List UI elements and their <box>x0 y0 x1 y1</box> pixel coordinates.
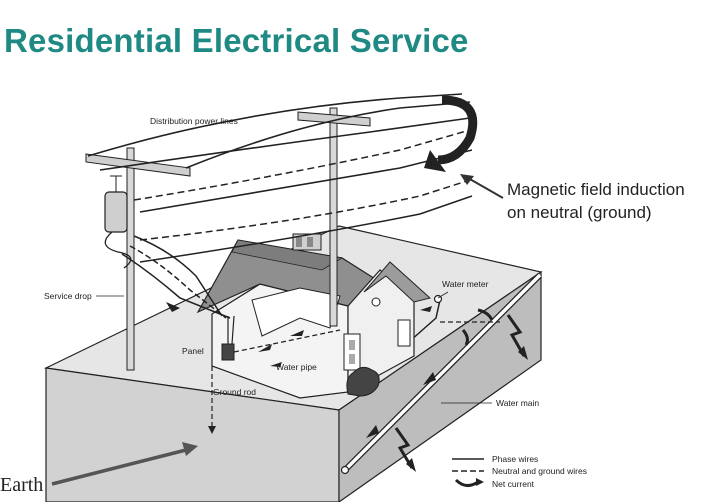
label-distribution-lines: Distribution power lines <box>150 116 238 126</box>
legend: Phase wires Neutral and ground wires Net… <box>452 454 587 489</box>
label-service-drop: Service drop <box>44 291 92 301</box>
service-drop-2 <box>129 245 227 319</box>
induction-arrow <box>437 95 478 165</box>
annotation-line-1: Magnetic field induction <box>507 180 685 199</box>
ground-block-side <box>338 270 542 502</box>
house-gable <box>347 269 415 394</box>
house-cutaway <box>251 287 341 337</box>
phase-wire-1 <box>87 93 463 157</box>
label-ground-rod: Ground rod <box>213 387 256 397</box>
utility-pole-right <box>329 107 338 327</box>
shrub <box>346 366 380 397</box>
page-title: Residential Electrical Service <box>4 22 469 59</box>
current-arrow-1 <box>423 372 436 385</box>
current-arrow-2 <box>366 425 379 438</box>
neutral-wire-2 <box>139 179 471 241</box>
label-water-meter: Water meter <box>442 279 489 289</box>
legend-current: Net current <box>492 479 535 489</box>
neutral-wire-1 <box>133 129 471 201</box>
phase-wire-4 <box>139 149 473 213</box>
earth-pointer <box>51 448 187 486</box>
legend-phase: Phase wires <box>492 454 538 464</box>
label-water-pipe: Water pipe <box>276 362 317 372</box>
service-drop-3 <box>121 253 231 319</box>
induction-annotation: Magnetic field induction on neutral (gro… <box>507 178 685 224</box>
label-panel: Panel <box>182 346 204 356</box>
current-bolt-2 <box>394 427 414 469</box>
label-water-main: Water main <box>496 398 539 408</box>
transformer <box>104 191 128 233</box>
earth-label: Earth <box>0 474 44 496</box>
service-drop-1 <box>133 235 223 317</box>
electrical-panel <box>221 343 235 361</box>
phase-wire-2 <box>185 101 471 169</box>
current-bolt-1 <box>506 314 526 357</box>
legend-neutral: Neutral and ground wires <box>492 466 587 476</box>
phase-wire-3 <box>99 117 471 171</box>
crossarm-right <box>297 111 371 127</box>
water-pipe-arrow-1 <box>258 344 272 352</box>
water-pipe-arrow-2 <box>290 330 304 336</box>
annotation-line-2: on neutral (ground) <box>507 203 652 222</box>
annotation-pointer <box>467 177 504 199</box>
